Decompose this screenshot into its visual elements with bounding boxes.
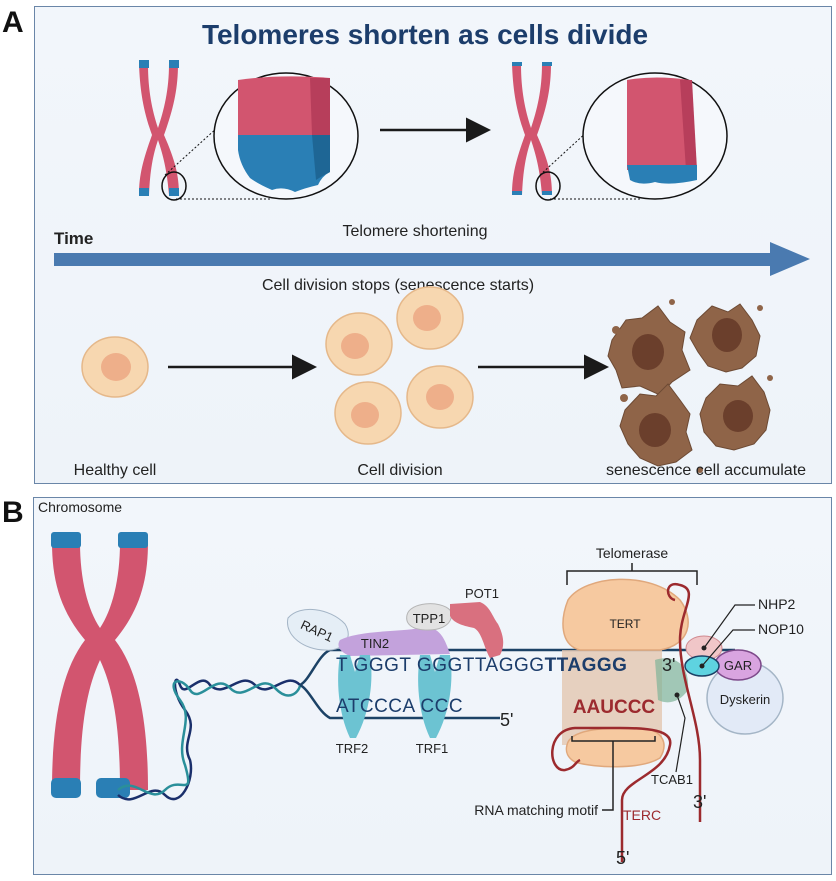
top-strand-bold: TTAGGG <box>545 655 628 676</box>
shelterin-complex: RAP1 TIN2 TPP1 POT1 TRF2 TRF1 <box>287 586 504 756</box>
terc-3-prime: 3' <box>693 792 706 812</box>
telomere-shortening-label: Telomere shortening <box>343 223 488 240</box>
panel-a-figure: Telomeres shorten as cells divide <box>54 19 810 479</box>
rna-motif-bracket <box>571 736 656 811</box>
senescence-start-label: Cell division stops (senescence starts) <box>262 277 534 294</box>
healthy-cell <box>81 336 149 398</box>
chromosome-short-telomeres <box>512 62 640 201</box>
stage-label-division: Cell division <box>357 462 442 479</box>
bottom-strand-5-prime: 5' <box>500 710 513 730</box>
terc-5-prime: 5' <box>616 848 629 868</box>
time-arrow <box>54 242 810 276</box>
dna-helix <box>117 678 302 801</box>
panel-a-letter: A <box>2 6 24 39</box>
tin2-label: TIN2 <box>361 636 389 651</box>
magnified-short-telomere <box>582 72 728 200</box>
top-strand-3-prime: 3' <box>662 655 675 675</box>
panel-b-letter: B <box>2 496 24 529</box>
terc-label: TERC <box>623 807 661 823</box>
bottom-strand-sequence: ATCCCA CCC <box>336 696 463 717</box>
chromosome-b <box>51 532 148 798</box>
tcab1-label: TCAB1 <box>651 772 693 787</box>
stage-label-healthy: Healthy cell <box>74 462 157 479</box>
top-strand-sequence: T GGGT GGGTTAGGGTTAGGG <box>336 655 627 676</box>
trf2-label: TRF2 <box>336 741 369 756</box>
chromosome-long-telomeres <box>139 60 270 201</box>
gar-label: GAR <box>724 658 752 673</box>
tert-label: TERT <box>609 617 641 631</box>
pot1-label: POT1 <box>465 586 499 601</box>
dyskerin-label: Dyskerin <box>720 692 771 707</box>
tpp1-label: TPP1 <box>413 611 446 626</box>
panel-a-title: Telomeres shorten as cells divide <box>202 19 648 50</box>
nop10-label: NOP10 <box>758 621 804 637</box>
rna-motif-label: RNA matching motif <box>474 802 598 818</box>
telomerase-complex: TERT GAR Dyskerin NHP2 NOP10 TCAB1 <box>551 578 804 862</box>
trf1-label: TRF1 <box>416 741 449 756</box>
magnified-long-telomere <box>213 72 359 200</box>
top-strand-plain: T GGGT GGGTTAGGG <box>336 655 545 676</box>
time-label: Time <box>54 229 93 248</box>
chromosome-label: Chromosome <box>38 499 122 515</box>
senescent-cells <box>607 299 773 473</box>
dividing-cells <box>325 286 474 445</box>
stage-label-senescence: senescence cell accumulate <box>606 462 806 479</box>
nhp2-label: NHP2 <box>758 596 796 612</box>
rna-template: AAUCCC <box>573 697 656 718</box>
telomerase-bracket <box>566 563 698 585</box>
telomerase-label: Telomerase <box>596 545 669 561</box>
